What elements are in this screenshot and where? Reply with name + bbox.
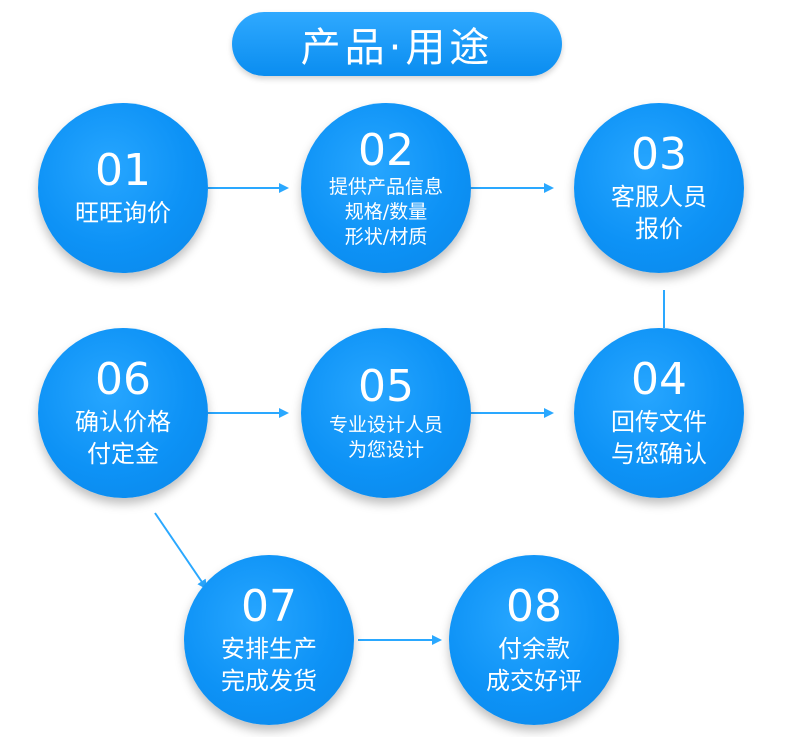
- step-label: 报价: [635, 215, 683, 243]
- step-label: 成交好评: [486, 667, 582, 695]
- step-number: 02: [358, 124, 414, 176]
- step-07-circle: 07 安排生产 完成发货: [184, 555, 354, 725]
- step-05-circle: 05 专业设计人员 为您设计: [301, 328, 471, 498]
- step-label: 客服人员: [611, 183, 707, 211]
- step-label: 与您确认: [611, 440, 707, 468]
- step-label: 安排生产: [221, 635, 317, 663]
- step-number: 06: [95, 354, 151, 405]
- step-number: 01: [95, 145, 151, 196]
- step-label: 回传文件: [611, 408, 707, 436]
- step-label: 确认价格: [75, 408, 171, 436]
- step-label: 完成发货: [221, 667, 317, 695]
- step-02-circle: 02 提供产品信息 规格/数量 形状/材质: [301, 103, 471, 273]
- step-04-circle: 04 回传文件 与您确认: [574, 328, 744, 498]
- step-06-circle: 06 确认价格 付定金: [38, 328, 208, 498]
- step-08-circle: 08 付余款 成交好评: [449, 555, 619, 725]
- step-number: 07: [241, 581, 297, 632]
- step-number: 03: [631, 129, 687, 180]
- step-label: 形状/材质: [344, 225, 428, 248]
- step-label: 为您设计: [347, 439, 424, 461]
- arrow-06-to-07: [154, 512, 208, 590]
- step-label: 提供产品信息: [328, 175, 443, 198]
- step-label: 付余款: [498, 635, 570, 663]
- step-number: 08: [506, 581, 562, 632]
- step-label: 旺旺询价: [75, 199, 171, 227]
- step-label: 付定金: [87, 440, 159, 468]
- step-number: 04: [631, 354, 687, 405]
- step-label: 规格/数量: [344, 200, 428, 223]
- step-label: 专业设计人员: [328, 414, 443, 436]
- step-03-circle: 03 客服人员 报价: [574, 103, 744, 273]
- step-number: 05: [358, 361, 414, 412]
- page-title: 产品·用途: [232, 12, 562, 76]
- step-01-circle: 01 旺旺询价: [38, 103, 208, 273]
